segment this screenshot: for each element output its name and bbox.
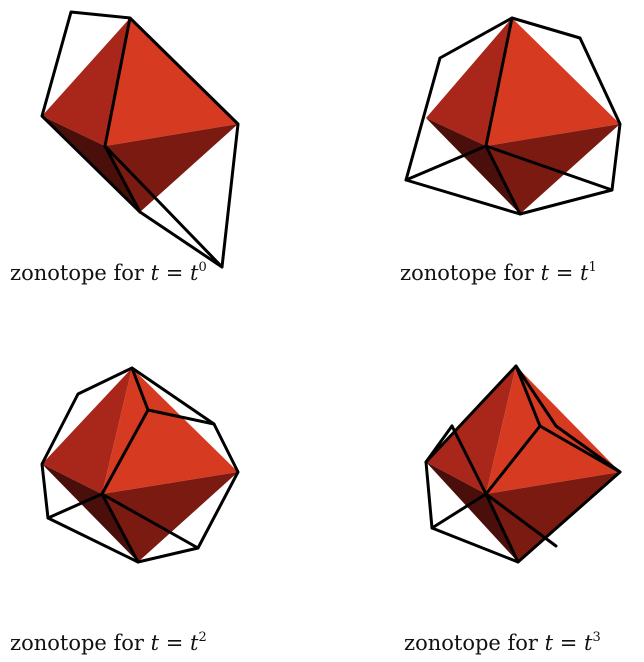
oct-face-upper-right: [486, 366, 620, 494]
zonotope-edge-inner2-t2: [46, 492, 200, 550]
zonotope-outline-t0: [40, 10, 240, 269]
zonotope-outline-t2: [40, 366, 240, 564]
caption-t0: zonotope for t = t0: [10, 260, 207, 285]
zonotope-edge-inner-t1: [404, 144, 614, 192]
panel-t0: zonotope for t = t0: [10, 10, 240, 285]
oct-face-upper-right: [486, 18, 620, 146]
panel-t1: zonotope for t = t1: [400, 16, 622, 285]
oct-face-lower-left: [42, 464, 138, 562]
zonotope-edge-inner3-t3: [450, 424, 488, 496]
panel-t3: zonotope for t = t3: [404, 364, 622, 655]
zonotope-hull-t1: [404, 16, 622, 216]
octahedron-t2: [42, 368, 238, 562]
oct-face-lower-left: [426, 462, 518, 562]
zonotope-edge-inner4-t3: [424, 424, 454, 464]
oct-face-upper-right: [105, 18, 238, 146]
caption-t3: zonotope for t = t3: [404, 630, 601, 655]
zonotope-edges-t3: [484, 364, 542, 564]
zonotope-outline-t3: [424, 364, 622, 564]
oct-face-lower-right: [105, 124, 238, 212]
oct-face-lower-right: [486, 472, 620, 562]
caption-t1: zonotope for t = t1: [400, 260, 597, 285]
caption-t2: zonotope for t = t2: [10, 630, 207, 655]
octahedron-t3: [426, 366, 620, 562]
zonotope-edge-inner-t3: [538, 424, 622, 474]
oct-face-upper-left: [42, 18, 130, 146]
oct-face-upper-right: [102, 368, 238, 494]
oct-face-upper-left: [426, 18, 512, 146]
octahedron-t1: [426, 18, 620, 214]
oct-face-lower-right: [102, 472, 238, 562]
oct-face-lower-left: [426, 118, 520, 214]
zonotope-outline-t1: [404, 16, 622, 216]
zonotope-edge-inner-t0: [103, 144, 224, 269]
panel-t2: zonotope for t = t2: [10, 366, 240, 655]
zonotope-edge-inner-t2: [146, 408, 216, 426]
zonotope-edges-t2: [100, 366, 150, 564]
